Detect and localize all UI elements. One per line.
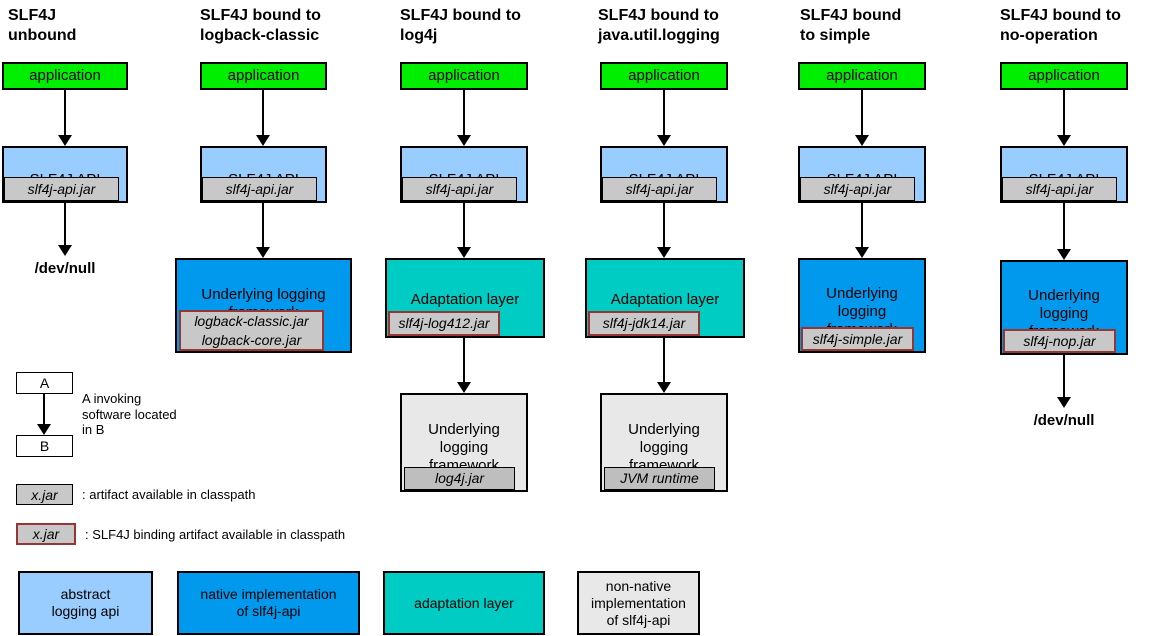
flow-arrow [854,90,870,146]
arrowhead-icon [457,135,471,146]
underlying-framework-box: Underlying logging framework log4j.jar [400,393,528,492]
jar-badge: log4j.jar [404,467,515,490]
arrowhead-icon [855,135,869,146]
arrowhead-icon [657,382,671,393]
flow-arrow [456,90,472,146]
binding-jar-badge: slf4j-log412.jar [388,311,500,336]
application-label: application [428,67,500,84]
arrowhead-icon [657,247,671,258]
api-jar-badge: slf4j-api.jar [602,177,717,201]
binding-jar-badge: slf4j-nop.jar [1003,329,1116,353]
legend-artifact-caption: : artifact available in classpath [82,487,256,502]
application-box: application [1000,62,1128,90]
slf4j-api-box: SLF4J API slf4j-api.jar [400,146,528,203]
flow-arrow [854,203,870,258]
column-title: SLF4J bound to logback-classic [200,7,321,44]
flow-arrow [255,203,271,258]
arrowhead-icon [256,247,270,258]
underlying-framework-label: Underlying logging framework [628,421,700,474]
legend-invoke-caption: A invoking software located in B [82,391,177,437]
application-label: application [826,67,898,84]
application-label: application [628,67,700,84]
application-box: application [798,62,926,90]
underlying-framework-box: Underlying logging framework slf4j-simpl… [798,258,926,353]
arrowhead-icon [37,424,51,435]
binding-jar-badge: slf4j-simple.jar [801,327,914,351]
column-title: SLF4J unbound [8,7,77,44]
adaptation-layer-box: Adaptation layer slf4j-jdk14.jar [585,258,745,338]
adaptation-layer-box: Adaptation layer slf4j-log412.jar [385,258,545,338]
key-adaptation-layer: adaptation layer [383,571,545,635]
devnull-label: /dev/null [1033,412,1095,429]
column-title: SLF4J bound to no-operation [1000,7,1121,44]
arrowhead-icon [1057,249,1071,260]
underlying-framework-box: Underlying logging framework JVM runtime [600,393,728,492]
underlying-framework-box: Underlying logging framework slf4j-nop.j… [1000,260,1128,355]
key-abstract-logging-api: abstract logging api [18,571,153,635]
flow-arrow [656,338,672,393]
flow-arrow [456,203,472,258]
arrowhead-icon [58,135,72,146]
underlying-framework-box: Underlying logging framework logback-cla… [175,258,352,353]
api-jar-badge: slf4j-api.jar [800,177,915,201]
arrowhead-icon [58,245,72,256]
api-jar-badge: slf4j-api.jar [202,177,317,201]
adaptation-layer-label: Adaptation layer [610,291,720,308]
slf4j-api-box: SLF4J API slf4j-api.jar [1000,146,1128,203]
arrowhead-icon [457,247,471,258]
legend-arrow [36,394,52,435]
flow-arrow [1056,203,1072,260]
flow-arrow [456,338,472,393]
application-box: application [200,62,327,90]
adaptation-layer-label: Adaptation layer [410,291,520,308]
application-box: application [600,62,728,90]
flow-arrow [255,90,271,146]
column-title: SLF4J bound to simple [800,7,902,44]
flow-arrow [57,90,73,146]
api-jar-badge: slf4j-api.jar [402,177,517,201]
binding-jar-badge: logback-classic.jar logback-core.jar [179,310,324,351]
application-box: application [2,62,128,90]
flow-arrow [656,90,672,146]
legend-binding-caption: : SLF4J binding artifact available in cl… [85,527,346,542]
slf4j-api-box: SLF4J API slf4j-api.jar [200,146,327,203]
legend-b-box: B [16,435,73,457]
arrowhead-icon [1057,397,1071,408]
key-native-implementation: native implementation of slf4j-api [177,571,360,635]
api-jar-badge: slf4j-api.jar [1002,177,1117,201]
application-box: application [400,62,528,90]
flow-arrow [57,203,73,256]
slf4j-api-box: SLF4J API slf4j-api.jar [600,146,728,203]
binding-jar-badge: slf4j-jdk14.jar [588,311,700,336]
column-title: SLF4J bound to log4j [400,7,521,44]
arrowhead-icon [855,247,869,258]
legend-binding-jar: x.jar [16,523,76,545]
arrowhead-icon [657,135,671,146]
key-non-native-implementation: non-native implementation of slf4j-api [577,571,700,635]
devnull-label: /dev/null [34,260,96,277]
flow-arrow [656,203,672,258]
legend-artifact-jar: x.jar [16,484,73,505]
application-label: application [227,67,300,84]
arrowhead-icon [1057,135,1071,146]
slf4j-api-box: SLF4J API slf4j-api.jar [2,146,128,203]
arrowhead-icon [256,135,270,146]
application-label: application [29,67,101,84]
column-title: SLF4J bound to java.util.logging [598,7,720,44]
flow-arrow [1056,355,1072,408]
jar-badge: JVM runtime [604,467,715,490]
arrowhead-icon [457,382,471,393]
application-label: application [1028,67,1100,84]
api-jar-badge: slf4j-api.jar [4,177,119,201]
flow-arrow [1056,90,1072,146]
slf4j-api-box: SLF4J API slf4j-api.jar [798,146,926,203]
legend-a-box: A [16,372,73,394]
